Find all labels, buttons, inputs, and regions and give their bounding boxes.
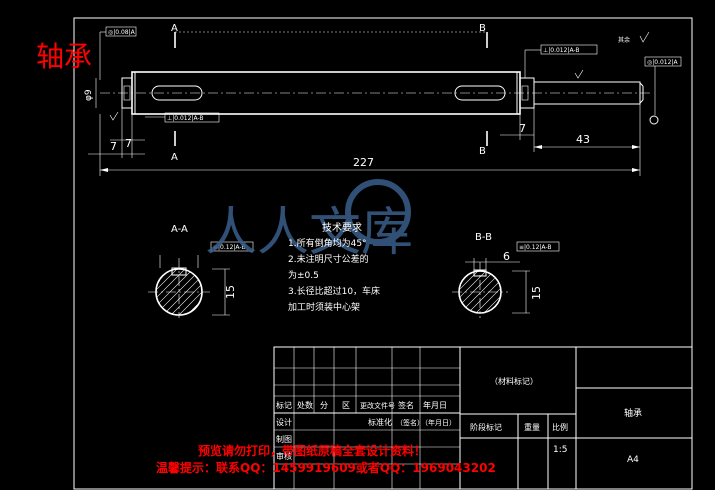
tolerance-frame-top-left: ◎|0.08|A bbox=[99, 26, 137, 80]
dim-left-7 bbox=[88, 108, 145, 158]
tech-line-3: 为±0.5 bbox=[288, 269, 319, 281]
svg-text:≡|0.12|A-B: ≡|0.12|A-B bbox=[213, 244, 245, 251]
dim-phi-label: φ9 bbox=[84, 89, 94, 101]
section-b-view bbox=[452, 258, 530, 318]
section-a-title: A-A bbox=[171, 224, 188, 235]
shaft-main-view bbox=[100, 71, 652, 115]
tb-stage-mark: 阶段标记 bbox=[470, 422, 502, 432]
tb-part-name: 轴承 bbox=[624, 407, 642, 419]
tb-design: 设计 bbox=[276, 417, 292, 427]
tb-header-1: 处数 bbox=[297, 400, 313, 410]
dim-right-7-label: 7 bbox=[519, 122, 526, 135]
tb-weight: 重量 bbox=[524, 422, 540, 432]
notice-line-1: 预览请勿打印，带图纸原稿全套设计资料！ bbox=[198, 443, 426, 458]
tb-header-2: 分 bbox=[320, 401, 328, 410]
roughness-symbol bbox=[639, 31, 650, 43]
notice-line-2: 温馨提示：联系QQ：1459919609或者QQ：1969043202 bbox=[156, 460, 496, 475]
tb-header-5: 签名 bbox=[398, 400, 414, 410]
dim-total-length bbox=[99, 104, 641, 176]
section-a-mark-top: A bbox=[171, 23, 178, 34]
roughness-symbol-3 bbox=[109, 111, 119, 121]
tb-review: 审核 bbox=[276, 451, 292, 461]
dim-sec-b-15: 15 bbox=[530, 286, 543, 300]
watermark-text: 人人文库 bbox=[205, 203, 413, 263]
tolerance-frame-right-end: ◎|0.012|A bbox=[644, 56, 682, 125]
svg-text:◎|0.012|A: ◎|0.012|A bbox=[647, 59, 678, 66]
tb-header-3: 区 bbox=[342, 401, 350, 410]
dim-right-43 bbox=[533, 108, 640, 152]
title-material-mark: （材料标记） bbox=[490, 376, 538, 386]
title-label: 轴承 bbox=[36, 40, 92, 73]
section-a-view bbox=[148, 255, 230, 318]
tech-line-1: 1.所有倒角均为45° bbox=[288, 237, 367, 249]
technical-requirements: 技术要求 1.所有倒角均为45° 2.未注明尺寸公差的 为±0.5 3.长径比超… bbox=[288, 221, 380, 313]
datum-a-symbol bbox=[649, 115, 659, 125]
tech-line-2: 2.未注明尺寸公差的 bbox=[288, 253, 369, 265]
section-b-mark-bottom: B bbox=[479, 146, 486, 157]
tolerance-frame-top-right: ⊥|0.012|A-B bbox=[524, 44, 598, 78]
dim-left-7b-label: 7 bbox=[125, 137, 132, 150]
dim-sec-b-6: 6 bbox=[503, 250, 510, 263]
dim-right-7 bbox=[500, 114, 534, 140]
svg-text:⊥|0.012|A-B: ⊥|0.012|A-B bbox=[543, 47, 580, 54]
tb-header-6: 年月日 bbox=[423, 400, 447, 410]
tb-date2: （年月日） bbox=[421, 418, 456, 427]
svg-text:≡|0.12|A-B: ≡|0.12|A-B bbox=[519, 244, 551, 251]
section-b-title: B-B bbox=[475, 232, 492, 243]
tb-header-0: 标记 bbox=[276, 400, 292, 410]
section-b-mark-top: B bbox=[479, 23, 486, 34]
dim-right-43-label: 43 bbox=[576, 133, 590, 146]
tb-scale: 比例 bbox=[552, 422, 568, 432]
watermark: 人人文库 bbox=[205, 179, 413, 263]
keyway-left bbox=[151, 85, 203, 101]
tech-line-5: 加工时须装中心架 bbox=[288, 301, 360, 313]
svg-text:◎|0.08|A: ◎|0.08|A bbox=[108, 29, 136, 36]
title-block bbox=[273, 346, 693, 490]
tb-size: A4 bbox=[627, 455, 639, 465]
section-a-mark-bottom: A bbox=[171, 152, 178, 163]
tb-drawing: 制图 bbox=[276, 434, 292, 444]
svg-text:⊥|0.012|A-B: ⊥|0.012|A-B bbox=[167, 115, 204, 122]
tb-standardize: 标准化 bbox=[368, 417, 392, 427]
tb-header-4: 更改文件号 bbox=[360, 401, 395, 410]
tolerance-frame-sec-a: ≡|0.12|A-B bbox=[210, 241, 254, 252]
dim-sec-a-15: 15 bbox=[224, 285, 237, 299]
tb-scale-value: 1:5 bbox=[553, 445, 567, 455]
dim-total-length-label: 227 bbox=[353, 156, 374, 169]
tech-heading: 技术要求 bbox=[322, 221, 362, 234]
keyway-right bbox=[454, 85, 506, 101]
tech-line-4: 3.长径比超过10，车床 bbox=[288, 285, 380, 297]
tb-sign2: （签名） bbox=[396, 418, 424, 427]
tolerance-frame-sec-b: ≡|0.12|A-B bbox=[516, 241, 560, 252]
roughness-symbol-2 bbox=[574, 69, 584, 79]
roughness-note: 其余 bbox=[618, 36, 630, 44]
section-line-a bbox=[174, 31, 487, 146]
dim-left-7a-label: 7 bbox=[110, 140, 117, 153]
tolerance-frame-bottom-left: ⊥|0.012|A-B bbox=[145, 112, 220, 123]
